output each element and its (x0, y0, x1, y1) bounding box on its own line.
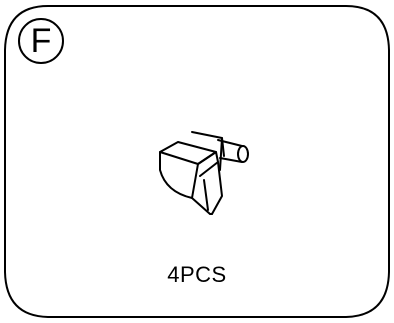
shelf-support-pin-icon (159, 131, 249, 215)
quantity-label: 4PCS (167, 262, 227, 287)
part-letter-badge: F (18, 18, 64, 64)
part-letter: F (30, 22, 52, 60)
